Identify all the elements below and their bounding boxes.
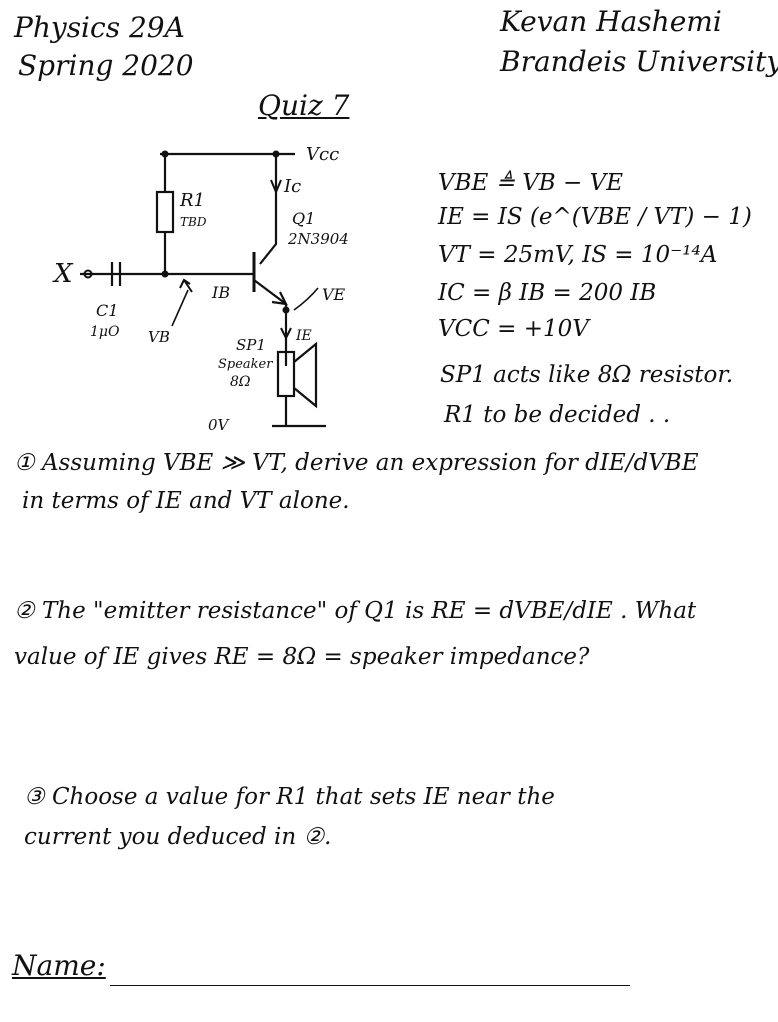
ve-pointer [293, 287, 319, 311]
question-1-number: ① [14, 450, 35, 476]
note-r1-undecided: R1 to be decided . . [444, 402, 671, 428]
course-label: Physics 29A [14, 11, 185, 44]
speaker-cone [293, 341, 318, 409]
question-1-line-1: ① Assuming VBE ≫ VT, derive an expressio… [14, 452, 699, 475]
junction-dot [282, 306, 290, 314]
transistor-circuit-diagram: Vcc R1 TBD Ic Q1 2N3904 X C1 1μO IB VB V… [52, 144, 349, 434]
question-3-line-1: ③ Choose a value for R1 that sets IE nea… [24, 786, 555, 809]
note-speaker-resistance: SP1 acts like 8Ω resistor. [440, 362, 734, 388]
question-3-number: ③ [24, 784, 45, 810]
ie-label: IE [295, 328, 312, 344]
page-title: Quiz 7 [258, 89, 350, 122]
ic-label: Ic [283, 176, 301, 197]
vb-pointer [171, 289, 189, 327]
equation-vbe-definition: VBE ≜ VB − VE [438, 170, 623, 196]
ic-arrow [270, 179, 282, 195]
ie-arrow [280, 327, 292, 341]
speaker-name: SP1 [236, 336, 266, 354]
question-3-text: Choose a value for R1 that sets IE near … [51, 784, 555, 810]
collector-wire [259, 154, 278, 265]
c1-name: C1 [96, 301, 118, 320]
institution-name: Brandeis University [500, 45, 778, 78]
emitter-line [253, 279, 287, 305]
question-2-text: The "emitter resistance" of Q1 is RE = d… [41, 598, 697, 624]
question-3-line-2: current you deduced in ②. [24, 824, 332, 850]
question-2-line-1: ② The "emitter resistance" of Q1 is RE =… [14, 600, 696, 623]
q1-part: 2N3904 [287, 230, 349, 248]
ib-label: IB [211, 283, 230, 302]
ib-arrow [179, 278, 193, 293]
question-2-number: ② [14, 598, 35, 624]
question-1-text: Assuming VBE ≫ VT, derive an expression … [41, 450, 699, 476]
c1-capacitor [110, 262, 122, 286]
c1-value: 1μO [90, 324, 120, 340]
q1-name: Q1 [292, 209, 315, 228]
equation-emitter-current: IE = IS (e^(VBE / VT) − 1) [438, 204, 752, 230]
vcc-label: Vcc [306, 144, 339, 165]
ground-wire [272, 396, 326, 428]
speaker-value: 8Ω [230, 374, 251, 390]
junction-dot [161, 270, 169, 278]
author-name: Kevan Hashemi [500, 5, 722, 38]
question-2-line-2: value of IE gives RE = 8Ω = speaker impe… [14, 644, 590, 670]
equation-supply-voltage: VCC = +10V [438, 316, 589, 342]
r1-value: TBD [180, 215, 207, 229]
x-input-label: X [52, 259, 74, 289]
question-1-line-2: in terms of IE and VT alone. [22, 488, 350, 514]
name-label: Name: [12, 949, 106, 982]
term-label: Spring 2020 [18, 49, 194, 82]
r1-name: R1 [179, 190, 205, 211]
input-terminal [83, 269, 93, 279]
speaker-word: Speaker [218, 357, 273, 372]
ground-label: 0V [208, 416, 231, 434]
equation-constants: VT = 25mV, IS = 10⁻¹⁴A [438, 242, 718, 268]
name-field-line[interactable] [110, 985, 630, 986]
vb-label: VB [148, 328, 170, 346]
ve-label: VE [322, 285, 346, 304]
equation-collector-current: IC = β IB = 200 IB [438, 280, 657, 306]
r1-resistor [155, 190, 175, 234]
